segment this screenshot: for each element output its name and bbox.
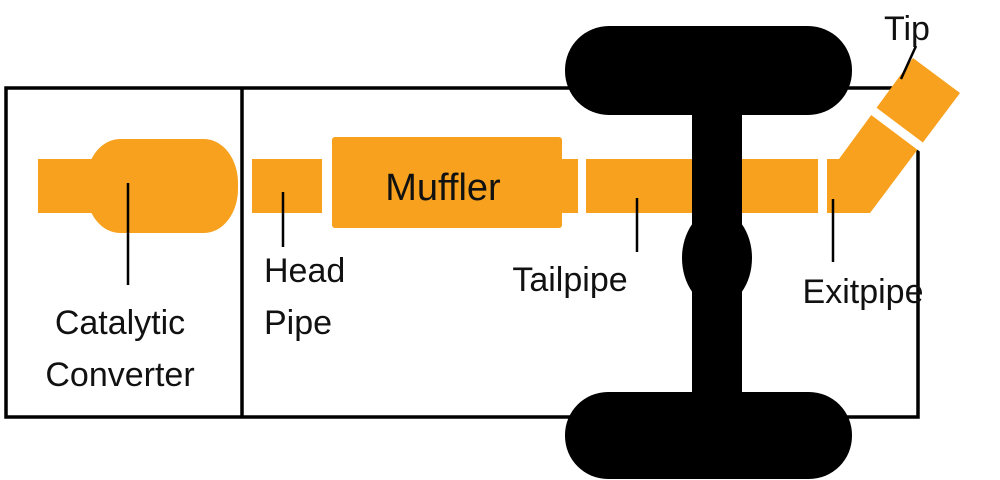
tailpipe-label: Tailpipe — [512, 261, 627, 299]
tip-joint-gap — [861, 100, 939, 162]
tip-pointer-line — [899, 45, 918, 80]
differential-shape — [682, 210, 752, 306]
muffler-outlet-pipe-shape — [562, 159, 578, 213]
wheel-top-shape — [565, 26, 852, 115]
inlet-pipe-shape — [38, 159, 94, 213]
catalytic-converter-shape — [86, 139, 238, 233]
tip-label: Tip — [884, 10, 930, 48]
muffler-label: Muffler — [385, 167, 501, 209]
wheel-bottom-shape — [565, 392, 852, 479]
head-pipe-shape — [252, 159, 322, 213]
frame-outline — [4, 86, 920, 419]
exitpipe-tip-shape — [827, 58, 960, 213]
muffler-shape — [332, 137, 562, 228]
catalytic-converter-label-line1: Catalytic — [55, 304, 185, 342]
head-pipe-label-line1: Head — [264, 252, 345, 290]
head-pipe-label-line2: Pipe — [264, 304, 332, 342]
exitpipe-label: Exitpipe — [803, 273, 924, 311]
catalytic-converter-label-line2: Converter — [45, 356, 194, 394]
